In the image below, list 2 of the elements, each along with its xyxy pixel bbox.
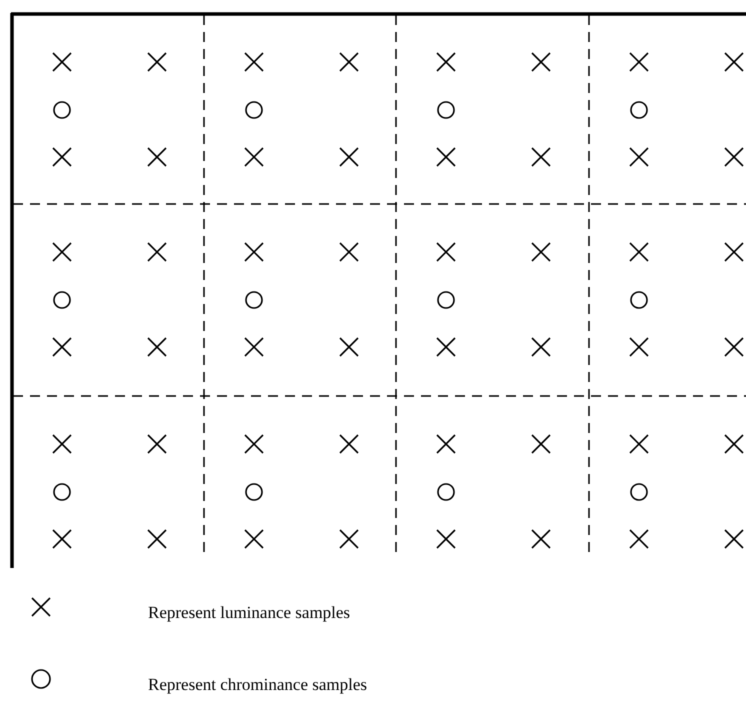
legend-text: Represent luminance samples	[148, 603, 350, 623]
legend-text: Represent chrominance samples	[148, 675, 368, 695]
